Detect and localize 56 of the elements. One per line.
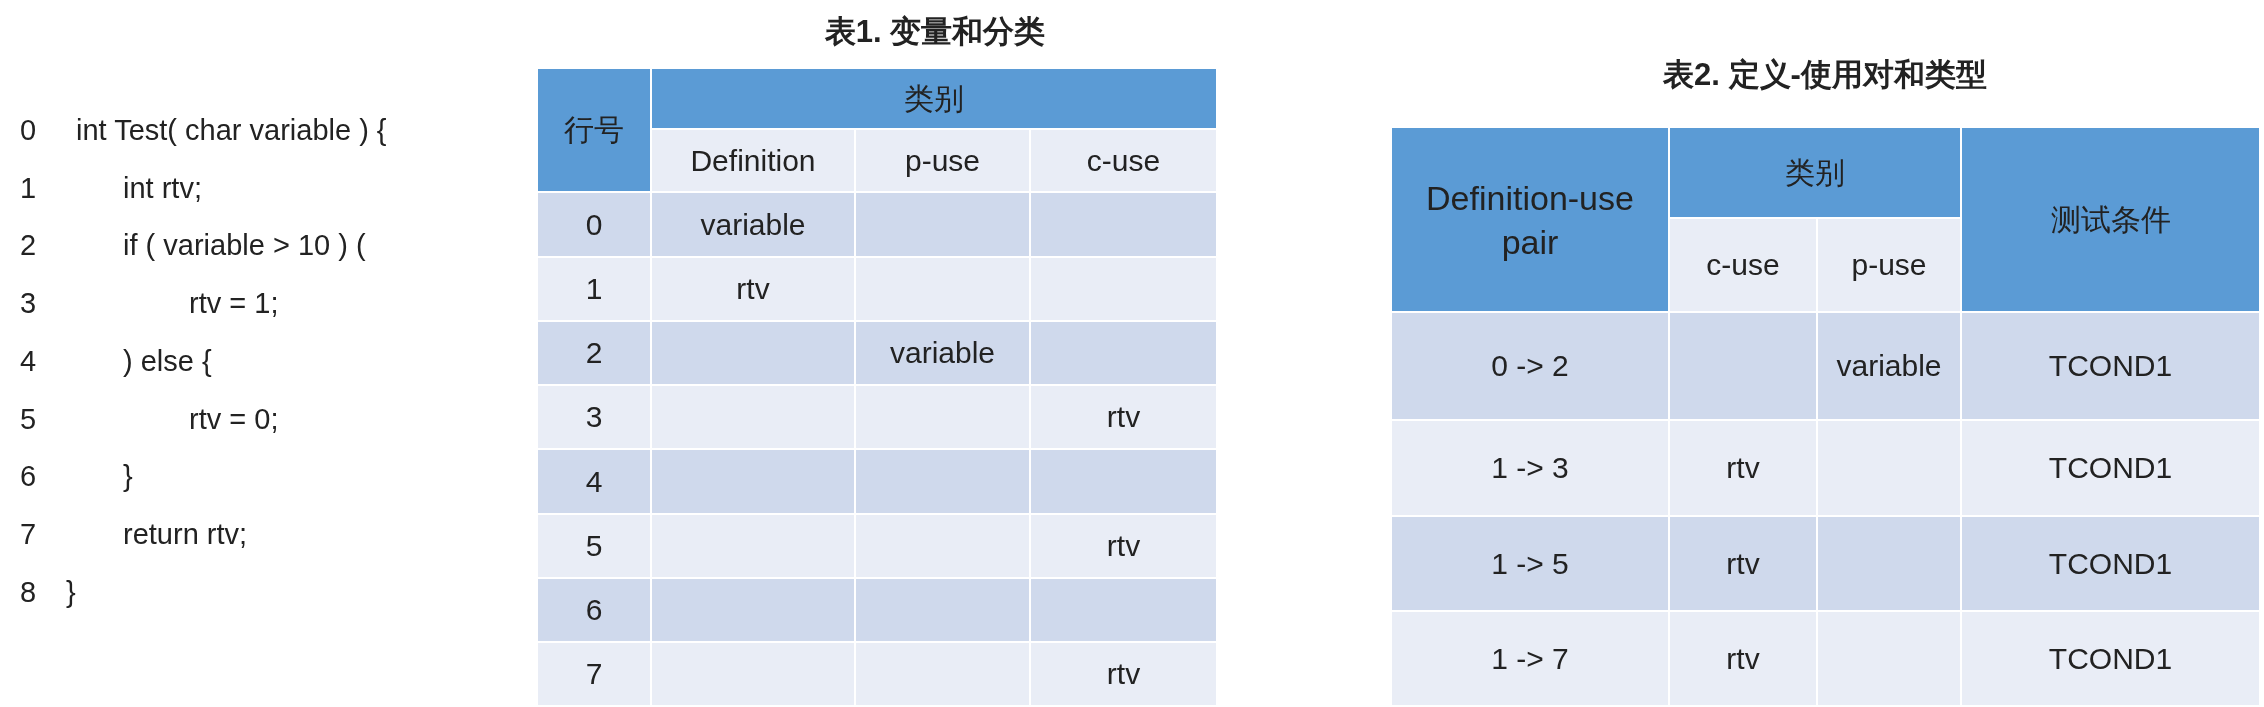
table-cell: 1 -> 7 — [1391, 611, 1669, 706]
table-cell: 1 -> 5 — [1391, 516, 1669, 611]
line-number: 2 — [20, 228, 37, 262]
table-cell: 1 -> 3 — [1391, 420, 1669, 516]
code-line: ) else { — [123, 344, 212, 378]
table-cell: variable — [855, 321, 1030, 385]
table-cell: p-use — [855, 129, 1030, 192]
table-cell: rtv — [1669, 516, 1817, 611]
table-cell: rtv — [1669, 420, 1817, 516]
table-cell: rtv — [1030, 642, 1217, 706]
code-line: int Test( char variable ) { — [76, 113, 387, 147]
table-cell: Definition-use pair — [1391, 127, 1669, 312]
table-cell: rtv — [1030, 514, 1217, 578]
table-cell: TCOND1 — [1961, 611, 2260, 706]
code-line: if ( variable > 10 ) ( — [123, 228, 366, 262]
code-line: int rtv; — [123, 171, 202, 205]
table-cell: 3 — [537, 385, 651, 449]
table-cell: c-use — [1669, 218, 1817, 312]
table-cell: 1 — [537, 257, 651, 321]
table-cell: TCOND1 — [1961, 312, 2260, 420]
line-number: 1 — [20, 171, 37, 205]
code-line: } — [66, 575, 76, 609]
code-line: return rtv; — [123, 517, 248, 551]
code-line: rtv = 0; — [189, 402, 279, 436]
table-cell: 4 — [537, 449, 651, 514]
code-line: } — [123, 459, 133, 493]
line-number: 5 — [20, 402, 37, 436]
table-cell: 类别 — [651, 68, 1217, 129]
table-cell: 7 — [537, 642, 651, 706]
table-title: 表1. 变量和分类 — [824, 13, 1046, 51]
line-number: 6 — [20, 459, 37, 493]
line-number: 0 — [20, 113, 37, 147]
table-cell: 类别 — [1669, 127, 1961, 218]
table-cell: 行号 — [537, 68, 651, 192]
table-cell: 0 -> 2 — [1391, 312, 1669, 420]
table-cell: 6 — [537, 578, 651, 642]
table-cell: rtv — [1669, 611, 1817, 706]
table-cell: p-use — [1817, 218, 1961, 312]
table-cell: rtv — [651, 257, 855, 321]
table-cell: variable — [1817, 312, 1961, 420]
table-cell: c-use — [1030, 129, 1217, 192]
line-number: 8 — [20, 575, 37, 609]
table-cell: TCOND1 — [1961, 516, 2260, 611]
code-line: rtv = 1; — [189, 286, 279, 320]
table-cell: variable — [651, 192, 855, 257]
line-number: 7 — [20, 517, 37, 551]
table-cell: 测试条件 — [1961, 127, 2260, 312]
line-number: 4 — [20, 344, 37, 378]
line-number: 3 — [20, 286, 37, 320]
table-title: 表2. 定义-使用对和类型 — [1663, 56, 1987, 94]
table-cell: 5 — [537, 514, 651, 578]
table-cell: 2 — [537, 321, 651, 385]
table-cell: rtv — [1030, 385, 1217, 449]
table-cell: TCOND1 — [1961, 420, 2260, 516]
table-cell: Definition — [651, 129, 855, 192]
table-cell: 0 — [537, 192, 651, 257]
